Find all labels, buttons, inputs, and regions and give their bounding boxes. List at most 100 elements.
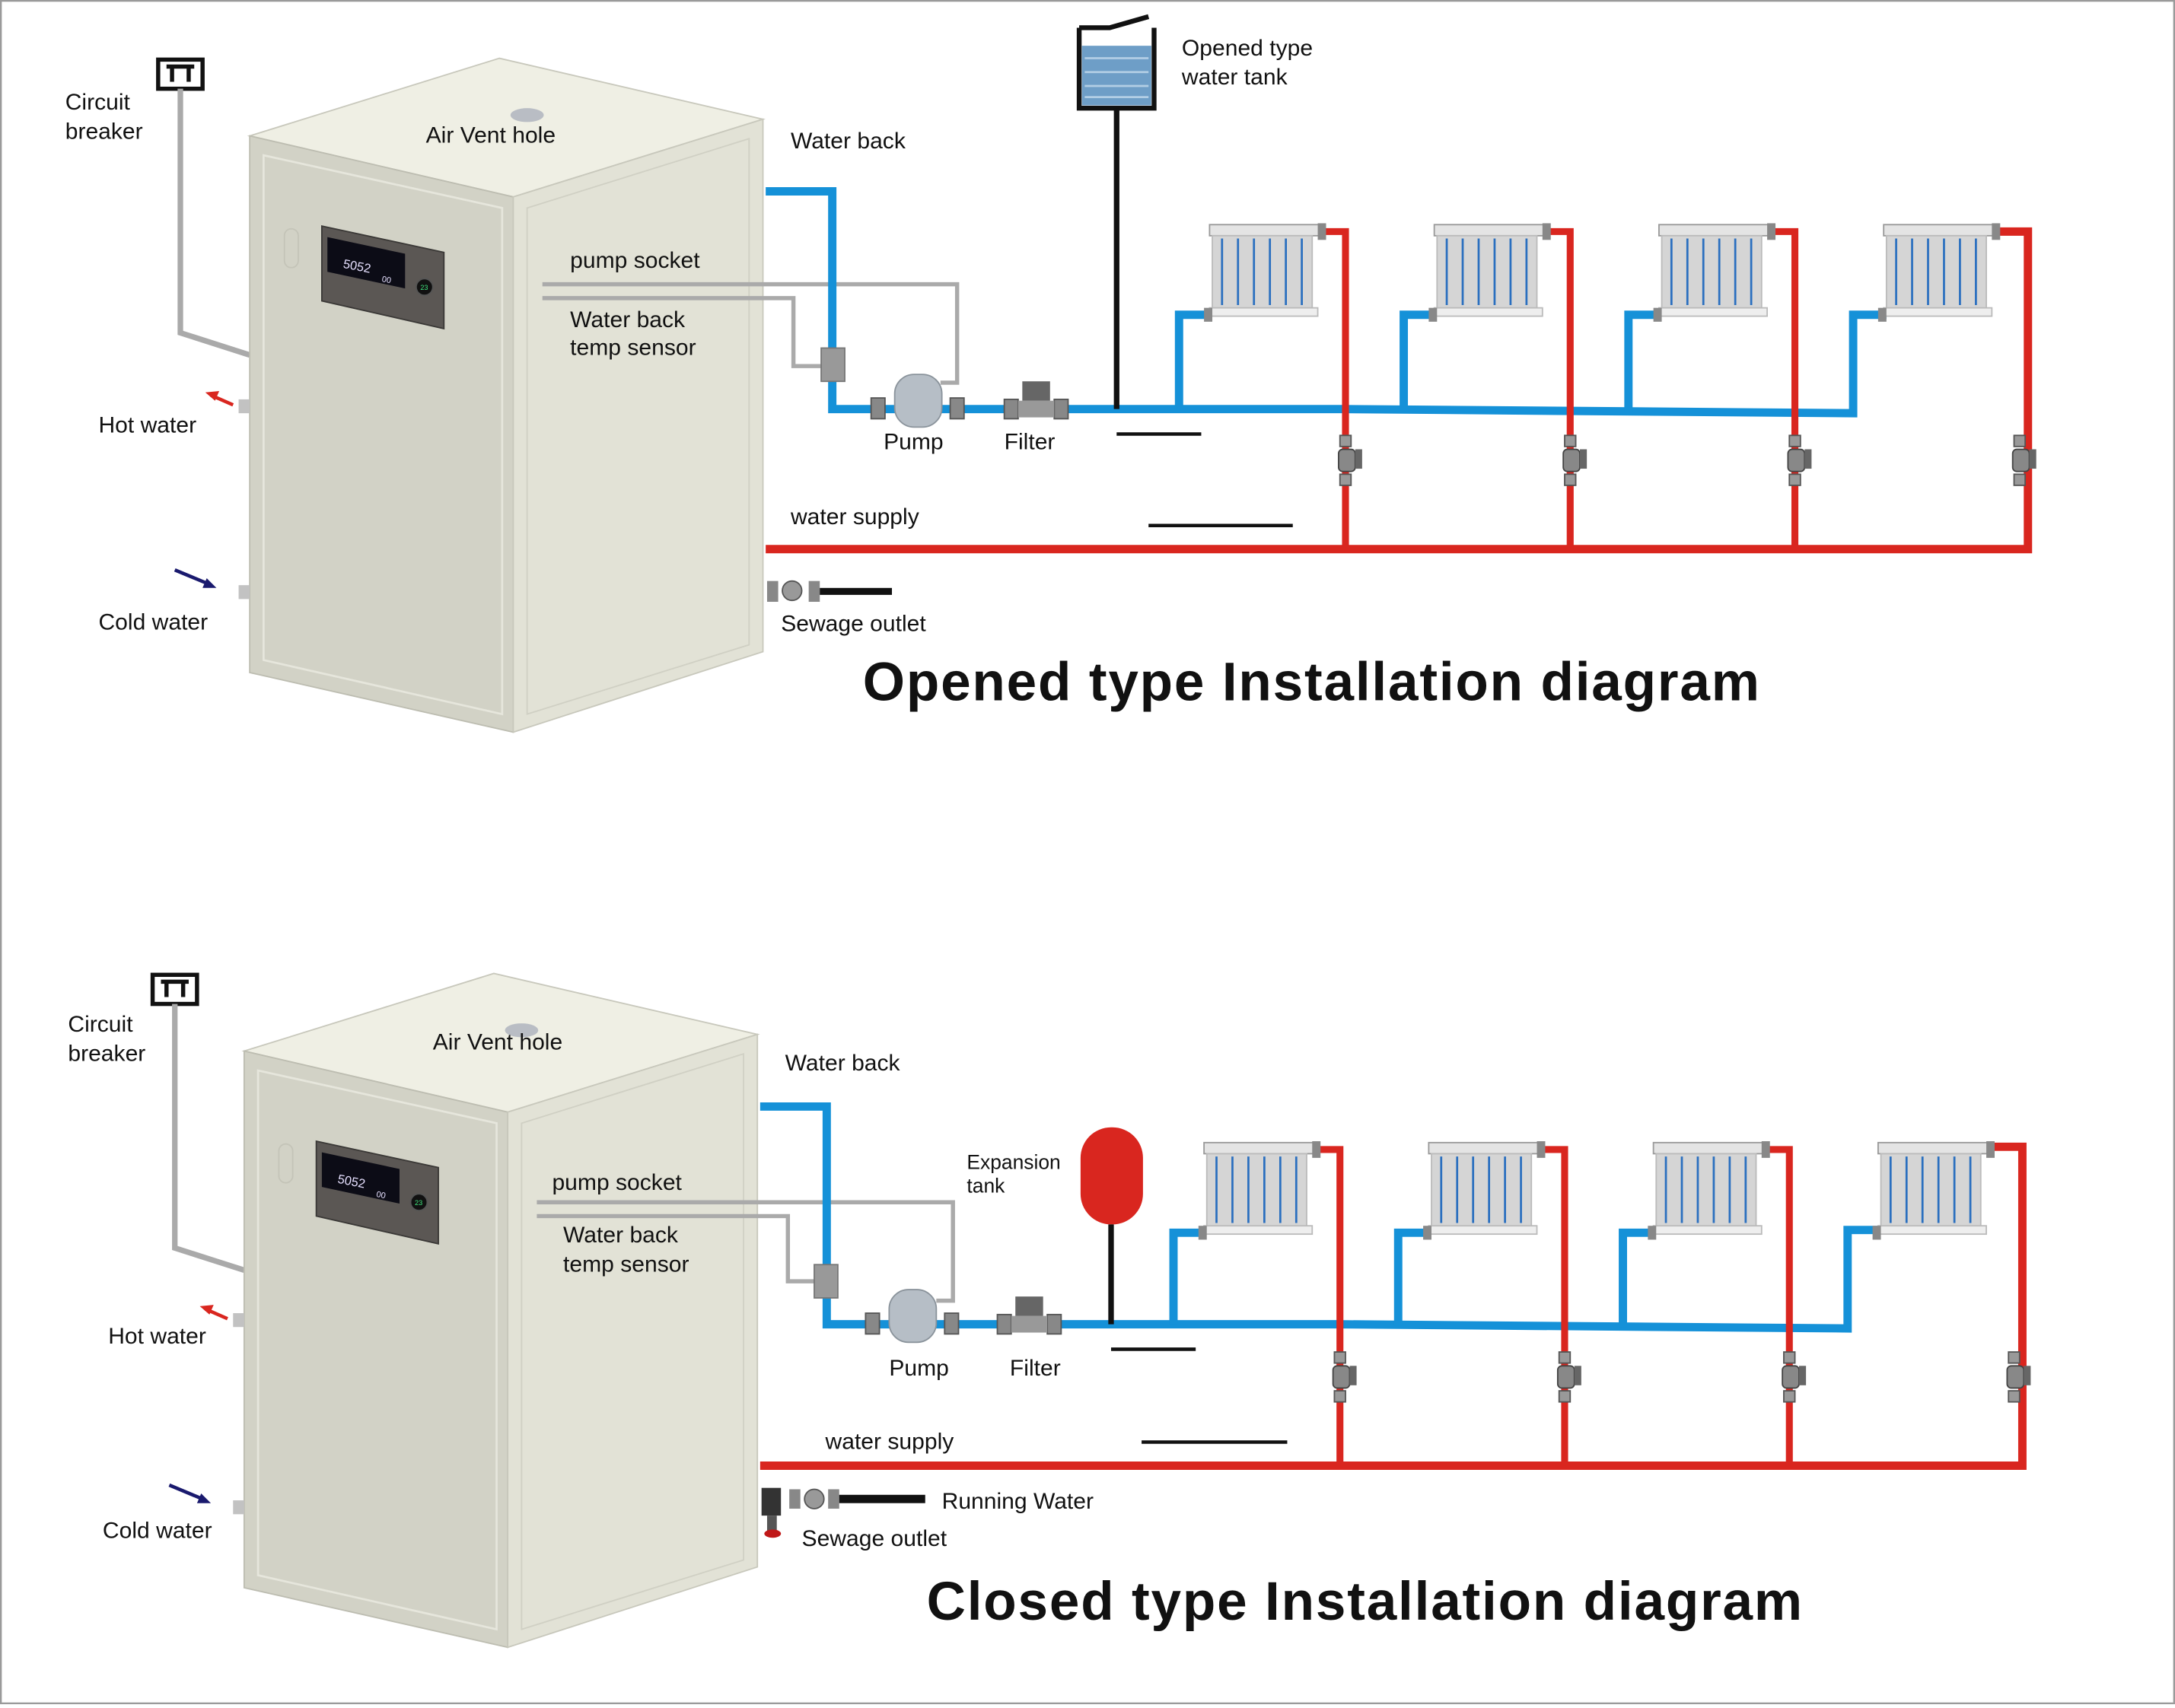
return-branch-pipe	[1393, 1228, 1429, 1326]
knob-value: 23	[415, 1199, 422, 1207]
supply-riser-pipe	[1323, 227, 1349, 549]
radiator-fitting	[1198, 1226, 1207, 1240]
return-branch-pipe	[1400, 310, 1435, 411]
cold-water-label: Cold water	[103, 1518, 212, 1543]
radiator-icon	[1648, 1141, 1770, 1240]
temp-sensor-label-1: Water back	[563, 1223, 679, 1248]
circuit-breaker-icon	[150, 972, 199, 1007]
guide-lines	[1110, 1347, 1288, 1444]
supply-pipe-main	[759, 1142, 2027, 1470]
air-vent-hole-label: Air Vent hole	[426, 123, 556, 148]
display-secondary-value: 00	[375, 1190, 386, 1201]
cold-water-arrow-icon	[174, 568, 217, 588]
radiator-unit	[1872, 1141, 2031, 1403]
temp-sensor-label-1: Water back	[570, 307, 686, 332]
temp-sensor-cable	[537, 1213, 816, 1283]
pump-label: Pump	[884, 430, 944, 455]
control-panel: 5052 00 23	[315, 1140, 439, 1245]
tank-label-1: Expansion	[966, 1150, 1060, 1173]
radiator-fitting	[1986, 1141, 1995, 1158]
closed-type-title: Closed type Installation diagram	[927, 1572, 1804, 1632]
air-vent-hole-label: Air Vent hole	[433, 1030, 562, 1055]
tank-label-2: water tank	[1181, 65, 1288, 90]
supply-riser-pipe	[1772, 227, 1799, 549]
hot-water-label: Hot water	[108, 1324, 206, 1349]
tank-label-1: Opened type	[1182, 36, 1313, 61]
hot-water-label: Hot water	[98, 413, 196, 438]
expansion-tank-icon	[1080, 1127, 1143, 1225]
hot-water-port	[238, 399, 250, 414]
hot-water-arrow-icon	[199, 1305, 228, 1321]
water-supply-label: water supply	[790, 504, 919, 530]
radiator-fitting	[1542, 223, 1551, 240]
radiator-fitting	[1653, 307, 1662, 322]
return-pipe-main	[766, 187, 1343, 414]
supply-pipe-main	[766, 227, 2033, 554]
riser-valve-icon	[1337, 434, 1362, 486]
radiator-fitting	[1877, 307, 1887, 322]
power-cable	[177, 88, 251, 358]
return-branch-pipe	[1174, 310, 1210, 409]
running-water-label: Running Water	[942, 1489, 1094, 1514]
cold-water-port	[233, 1500, 244, 1515]
control-knob[interactable]	[409, 1193, 428, 1212]
radiator-unit	[1400, 223, 1587, 549]
radiator-fitting	[1648, 1226, 1657, 1240]
pump-socket-label: pump socket	[552, 1170, 682, 1195]
radiator-icon	[1653, 223, 1776, 322]
riser-valve-icon	[1332, 1351, 1357, 1403]
water-supply-label: water supply	[825, 1430, 954, 1455]
hot-water-port	[233, 1313, 244, 1328]
temp-sensor-icon	[820, 347, 845, 383]
radiator-icon	[1198, 1141, 1321, 1240]
temp-sensor-label-2: temp sensor	[563, 1252, 689, 1277]
guide-lines	[1116, 432, 1293, 528]
return-branch-pipe	[1624, 310, 1659, 412]
supply-riser-pipe	[1548, 227, 1574, 549]
air-vent-hole-icon	[505, 1023, 539, 1038]
cold-water-arrow-icon	[168, 1483, 212, 1503]
filter-icon	[1003, 381, 1069, 420]
hot-water-arrow-icon	[205, 390, 234, 407]
radiator-fitting	[1537, 1141, 1546, 1158]
radiator-fitting	[1761, 1141, 1770, 1158]
water-back-label: Water back	[785, 1051, 901, 1076]
temp-sensor-label-2: temp sensor	[570, 336, 696, 361]
radiator-group	[1174, 223, 2036, 549]
return-pipe-tail	[1342, 310, 1887, 418]
radiator-icon	[1872, 1141, 1995, 1240]
radiator-unit	[1624, 223, 1812, 549]
radiator-unit	[1393, 1141, 1581, 1466]
cold-water-port	[238, 585, 250, 600]
radiator-unit	[1877, 223, 2036, 486]
return-pipe-main	[759, 1102, 1338, 1329]
opened-type-title: Opened type Installation diagram	[863, 652, 1761, 712]
water-back-label: Water back	[791, 129, 906, 154]
filter-label: Filter	[1010, 1356, 1061, 1381]
control-knob[interactable]	[415, 278, 434, 297]
riser-valve-icon	[1562, 434, 1587, 486]
pump-label: Pump	[889, 1356, 949, 1381]
supply-riser-pipe	[1317, 1146, 1344, 1466]
riser-valve-icon	[1556, 1351, 1581, 1403]
filter-label: Filter	[1005, 430, 1056, 455]
opened-water-tank-icon	[1076, 14, 1157, 111]
sewage-outlet-label: Sewage outlet	[781, 611, 926, 636]
radiator-fitting	[1992, 223, 2001, 240]
radiator-icon	[1877, 223, 2001, 322]
riser-valve-icon	[1787, 434, 1812, 486]
sewage-valve-icon	[761, 1487, 925, 1538]
circuit-breaker-label-2: breaker	[68, 1041, 145, 1066]
supply-riser-pipe	[1542, 1146, 1568, 1466]
circuit-breaker-label-1: Circuit	[65, 90, 131, 115]
sewage-outlet-label: Sewage outlet	[802, 1526, 947, 1551]
riser-valve-icon	[2011, 434, 2036, 486]
tank-label-2: tank	[966, 1174, 1005, 1197]
control-panel: 5052 00 23	[321, 224, 445, 330]
handle-slot	[283, 227, 299, 269]
riser-valve-icon	[1782, 1351, 1807, 1403]
radiator-unit	[1169, 1141, 1357, 1466]
opened-type-diagram: Circuit breaker Air Vent hole 5052 00 23…	[65, 14, 2036, 733]
